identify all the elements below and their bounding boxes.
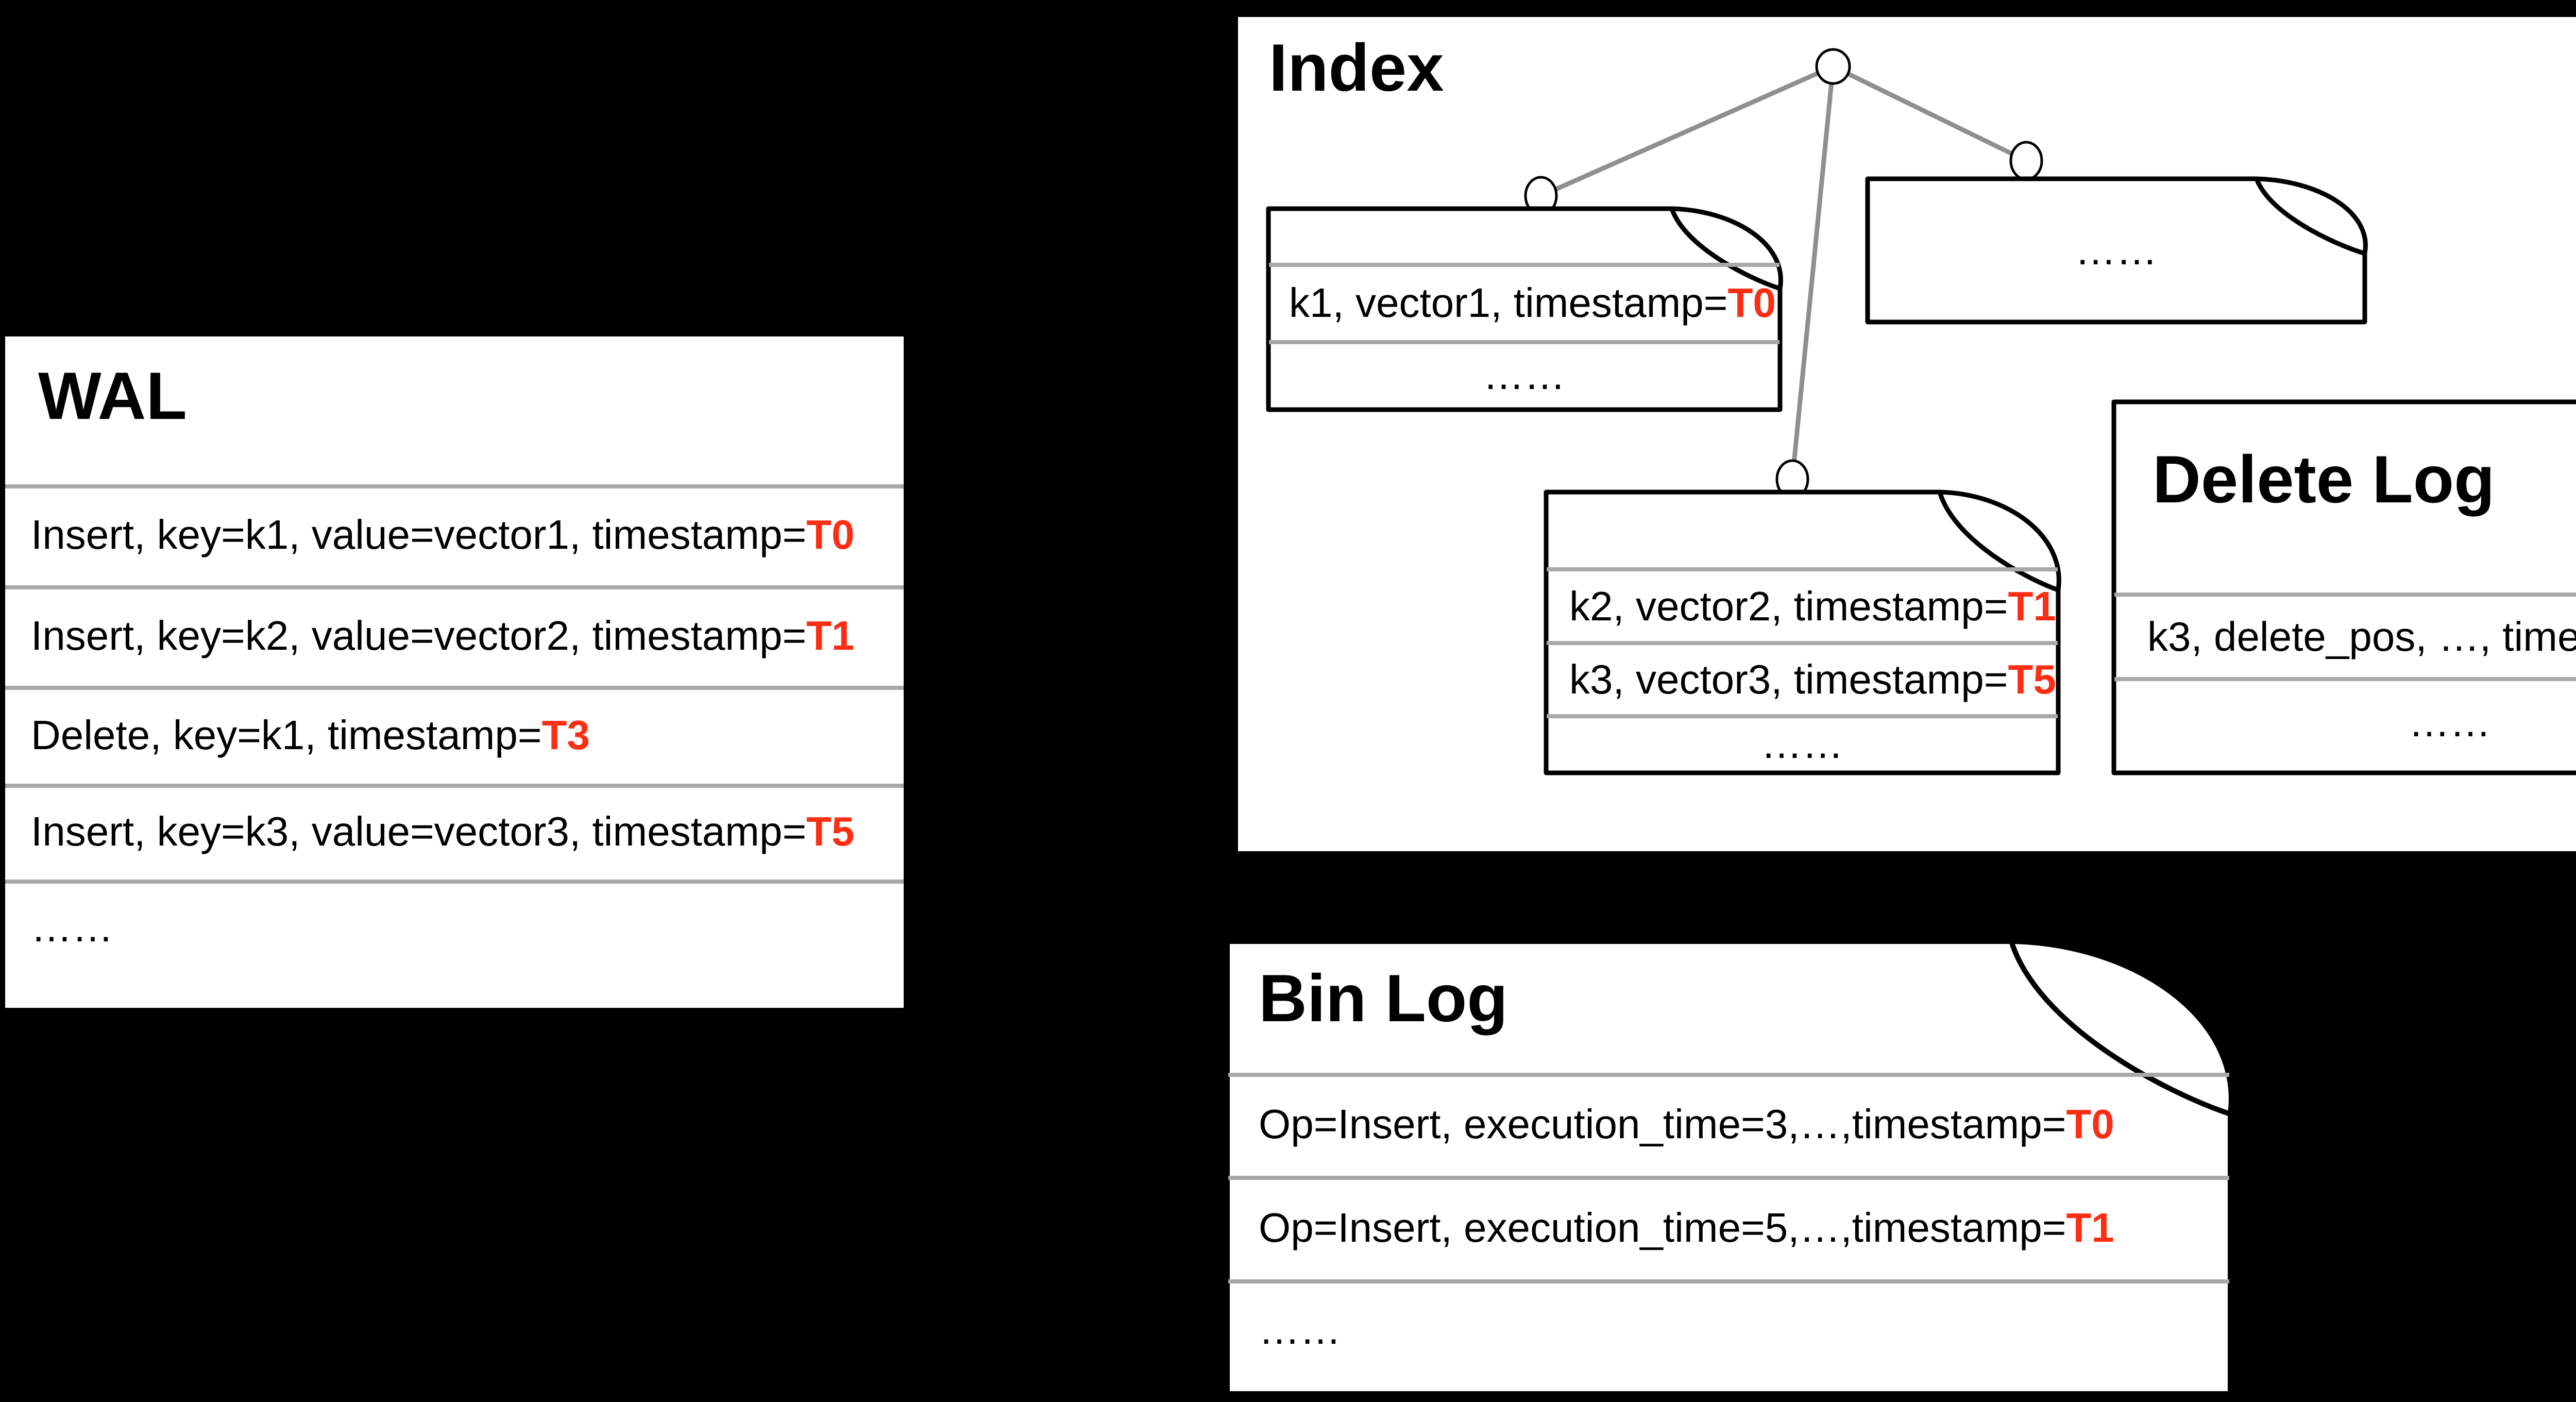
index-segment-file-2: …… [1865, 176, 2368, 325]
wal-row-text: Delete, key=k1, timestamp= [31, 712, 542, 758]
bin-log-title: Bin Log [1259, 944, 1508, 1052]
delete-log-title-label: Delete Log [2153, 442, 2495, 517]
wal-row-timestamp: T1 [806, 613, 855, 658]
segment3-row-k3: k3, vector3, timestamp=T5 [1569, 645, 2056, 714]
wal-box: WAL Insert, key=k1, value=vector1, times… [5, 336, 904, 1008]
bin-log-row-timestamp: T0 [2066, 1101, 2114, 1147]
wal-row-timestamp: T3 [541, 712, 590, 758]
wal-separator [5, 784, 904, 788]
segment-row-timestamp: T0 [1727, 280, 1776, 326]
folded-corner [2254, 176, 2368, 256]
ellipsis-text: …… [1259, 1307, 1341, 1353]
file-separator [1547, 714, 2058, 718]
document-shape [1544, 489, 2061, 775]
tree-edge-root-left [1540, 64, 1834, 198]
document-shape [1266, 206, 1783, 412]
index-title: Index [1269, 17, 1444, 118]
file-separator [1269, 340, 1780, 344]
segment-row-text: k2, vector2, timestamp= [1569, 583, 2008, 629]
wal-row-insert-k2: Insert, key=k2, value=vector2, timestamp… [31, 589, 855, 682]
wal-row-text: Insert, key=k3, value=vector3, timestamp… [31, 808, 807, 854]
tree-node-root [1815, 48, 1851, 85]
file-separator [2114, 593, 2576, 597]
wal-row-timestamp: T5 [806, 808, 855, 854]
delete-log-row-text: k3, delete_pos, …, timestamp= [2147, 614, 2576, 660]
delete-log-file: Delete Log k3, delete_pos, …, timestamp=… [2111, 399, 2576, 775]
bin-log-separator [1228, 1279, 2229, 1283]
wal-row-timestamp: T0 [806, 512, 855, 558]
wal-row-ellipsis: …… [31, 884, 113, 971]
wal-title-label: WAL [38, 358, 187, 433]
bin-log-separator [1228, 1176, 2229, 1180]
segment1-row-k1: k1, vector1, timestamp=T0 [1289, 267, 1776, 339]
wal-separator [5, 686, 904, 690]
delete-log-row-k3: k3, delete_pos, …, timestamp=T3 [2147, 597, 2576, 677]
bin-log-title-label: Bin Log [1259, 960, 1508, 1036]
index-segment-file-1: k1, vector1, timestamp=T0 …… [1266, 206, 1783, 412]
wal-separator [5, 484, 904, 488]
segment2-row-ellipsis: …… [1865, 176, 2367, 325]
segment-row-text: k3, vector3, timestamp= [1569, 656, 2008, 702]
delete-log-title: Delete Log [2153, 420, 2495, 538]
index-panel: Index k1, vector1, timestamp=T0 …… [1234, 13, 2576, 855]
wal-title: WAL [38, 336, 187, 455]
segment-row-text: k1, vector1, timestamp= [1289, 280, 1728, 326]
tree-edge-root-right [1832, 64, 2027, 163]
tree-edge-root-middle [1790, 66, 1836, 480]
file-separator [2114, 677, 2576, 681]
tree-edges [1540, 64, 2027, 480]
bin-log-separator [1228, 1073, 2229, 1077]
document-shape [1865, 176, 2368, 325]
segment3-row-ellipsis: …… [1544, 718, 2061, 770]
ellipsis-text: …… [31, 904, 113, 950]
wal-row-insert-k1: Insert, key=k1, value=vector1, timestamp… [31, 488, 855, 581]
bin-log-row-timestamp: T1 [2066, 1204, 2114, 1251]
ellipsis-text: …… [1761, 721, 1843, 767]
ellipsis-text: …… [1483, 352, 1566, 398]
bin-log-row-1: Op=Insert, execution_time=3,…,timestamp=… [1259, 1077, 2114, 1172]
bin-log-row-text: Op=Insert, execution_time=5,…,timestamp= [1259, 1204, 2066, 1251]
file-separator [1547, 641, 2058, 645]
bin-log-row-2: Op=Insert, execution_time=5,…,timestamp=… [1259, 1180, 2114, 1275]
wal-row-insert-k3: Insert, key=k3, value=vector3, timestamp… [31, 788, 855, 875]
tree-node-right [2009, 141, 2043, 181]
bin-log-row-text: Op=Insert, execution_time=3,…,timestamp= [1259, 1101, 2066, 1147]
segment3-row-k2: k2, vector2, timestamp=T1 [1569, 571, 2056, 641]
folded-corner [1937, 489, 2061, 593]
file-separator [1547, 567, 2058, 571]
folded-corner [2009, 939, 2234, 1117]
bin-log-file: Bin Log Op=Insert, execution_time=3,…,ti… [1225, 939, 2234, 1396]
bin-log-row-ellipsis: …… [1259, 1283, 1341, 1376]
wal-row-text: Insert, key=k1, value=vector1, timestamp… [31, 512, 807, 558]
wal-row-text: Insert, key=k2, value=vector2, timestamp… [31, 613, 807, 658]
ellipsis-text: …… [2409, 699, 2491, 745]
wal-row-delete-k1: Delete, key=k1, timestamp=T3 [31, 690, 590, 780]
file-separator [1269, 263, 1780, 267]
index-tree-graph [1524, 48, 2043, 499]
segment-row-timestamp: T5 [2008, 656, 2056, 702]
segment-row-timestamp: T1 [2008, 583, 2056, 629]
delete-log-row-ellipsis: …… [2111, 681, 2576, 764]
wal-separator [5, 880, 904, 884]
folded-corner [1669, 206, 1783, 291]
segment1-row-ellipsis: …… [1266, 344, 1783, 406]
index-segment-file-3: k2, vector2, timestamp=T1 k3, vector3, t… [1544, 489, 2061, 775]
index-title-label: Index [1269, 30, 1444, 105]
wal-separator [5, 585, 904, 589]
ellipsis-text: …… [2075, 227, 2158, 273]
